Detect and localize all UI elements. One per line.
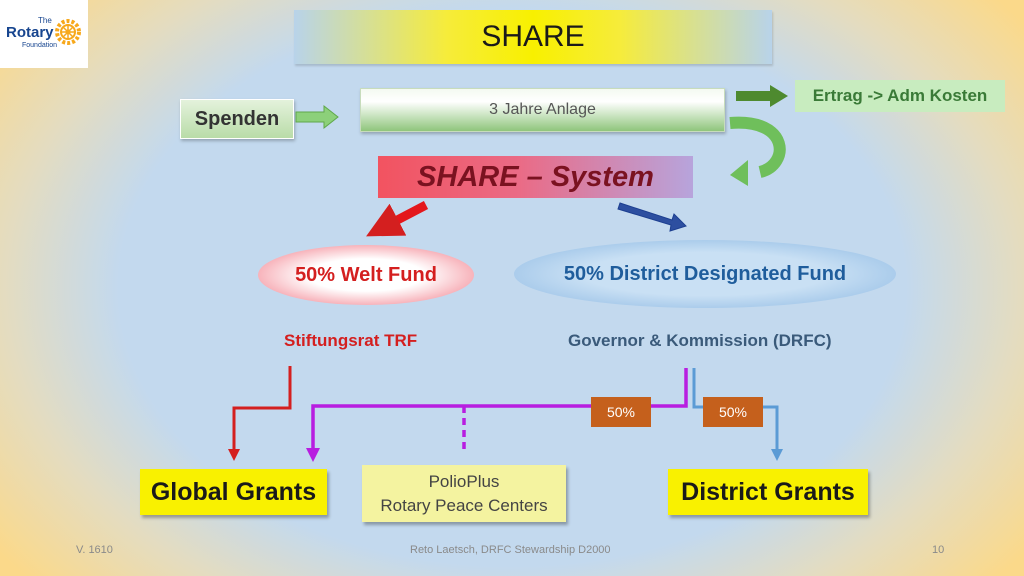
polio-box: PolioPlus Rotary Peace Centers <box>362 465 566 522</box>
arrow-curve-share <box>729 116 786 178</box>
rotary-logo: The Rotary Foundation <box>0 0 88 68</box>
logo-sub: Foundation <box>22 42 58 49</box>
polio-line2: Rotary Peace Centers <box>380 495 548 515</box>
split-badge-left: 50% <box>591 397 651 427</box>
page-title: SHARE <box>294 10 772 64</box>
logo-name: Rotary <box>6 24 54 41</box>
stiftungsrat-label: Stiftungsrat TRF <box>284 331 418 350</box>
anlage-box: 3 Jahre Anlage <box>360 88 725 132</box>
district-fund-ellipse: 50% District Designated Fund <box>514 240 896 308</box>
arrow-to-district-fund <box>617 202 687 232</box>
arrow-spenden-anlage <box>295 104 339 130</box>
split-badge-right: 50% <box>703 397 763 427</box>
share-system-box: SHARE – System <box>378 156 693 198</box>
global-grants-box: Global Grants <box>140 469 327 515</box>
logo-the: The <box>38 16 52 25</box>
line-stiftung-global <box>228 366 292 461</box>
line-governor-global <box>306 368 688 462</box>
welt-fund-ellipse: 50% Welt Fund <box>258 245 474 305</box>
footer-page: 10 <box>932 544 945 556</box>
spenden-box: Spenden <box>180 99 294 139</box>
arrow-to-welt <box>366 201 429 237</box>
arrow-anlage-ertrag <box>736 85 788 107</box>
polio-line1: PolioPlus <box>428 471 500 491</box>
footer-version: V. 1610 <box>76 544 113 556</box>
governor-label: Governor & Kommission (DRFC) <box>568 331 832 350</box>
district-grants-box: District Grants <box>668 469 868 515</box>
arrow-curve-head <box>730 160 748 186</box>
rotary-wheel-icon <box>55 19 81 45</box>
ertrag-box: Ertrag -> Adm Kosten <box>795 80 1005 112</box>
footer-author: Reto Laetsch, DRFC Stewardship D2000 <box>410 544 611 556</box>
